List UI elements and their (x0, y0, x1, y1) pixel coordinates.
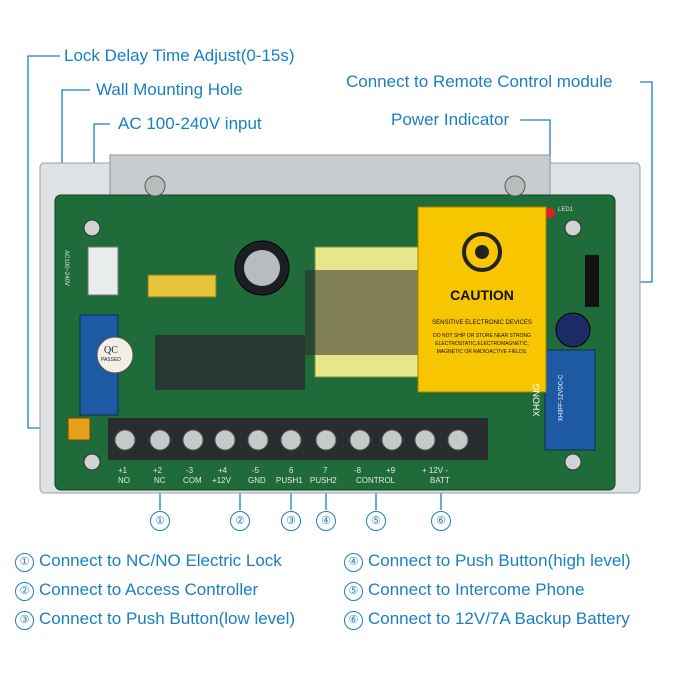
terminal-group-number: ⑥ (431, 511, 451, 531)
mounting-hole (83, 453, 101, 471)
capacitor (555, 312, 591, 348)
legend-item: ③ Connect to Push Button(low level) (15, 609, 295, 630)
mounting-hole (564, 453, 582, 471)
terminal-num: +2 (153, 466, 163, 475)
legend-text: Connect to 12V/7A Backup Battery (368, 609, 630, 628)
terminal-num: 6 (289, 466, 294, 475)
legend-text: Connect to Intercome Phone (368, 580, 585, 599)
terminal-name: PUSH2 (310, 476, 337, 485)
legend-number: ⑤ (344, 582, 363, 601)
callout-lock-delay: Lock Delay Time Adjust(0-15s) (64, 46, 295, 65)
terminal-group-number: ④ (316, 511, 336, 531)
terminal-group-number: ② (230, 511, 250, 531)
terminal-num: -8 (354, 466, 362, 475)
caution-label (417, 206, 547, 393)
terminal-group-number: ① (150, 511, 170, 531)
power-led (545, 208, 555, 218)
batt-polarity-label: + 12V - (422, 466, 449, 475)
legend-number: ③ (15, 611, 34, 630)
relay (544, 349, 596, 451)
mounting-hole (83, 219, 101, 237)
relay-model: XH3FF-12VDC-C (558, 374, 565, 422)
callout-wall-mounting-hole: Wall Mounting Hole (96, 80, 243, 99)
legend-text: Connect to NC/NO Electric Lock (39, 551, 282, 570)
led-label: LED1 (558, 207, 574, 213)
legend-number: ① (15, 553, 34, 572)
mounting-hole (564, 219, 582, 237)
terminal-name: GND (248, 476, 266, 485)
terminal-screws (114, 429, 469, 451)
legend-text: Connect to Access Controller (39, 580, 259, 599)
bracket-screw (504, 175, 526, 197)
terminal-num: +1 (118, 466, 128, 475)
terminal-group-number: ③ (281, 511, 301, 531)
legend-text: Connect to Push Button(low level) (39, 609, 296, 628)
legend-item: ② Connect to Access Controller (15, 580, 258, 601)
callout-remote-control: Connect to Remote Control module (346, 72, 613, 91)
control-label: CONTROL (356, 476, 396, 485)
terminal-num: +4 (218, 466, 228, 475)
caution-line: MAGNETIC OR RADIOACTIVE FIELDS. (436, 349, 528, 355)
ac-input-label: AC100~240V (62, 250, 69, 286)
callout-power-indicator: Power Indicator (391, 110, 510, 129)
ac-input-connector (87, 246, 119, 296)
caution-line: SENSITIVE ELECTRONIC DEVICES (432, 320, 532, 326)
terminal-name: COM (183, 476, 202, 485)
terminal-num: -5 (252, 466, 260, 475)
terminal-group-number: ⑤ (366, 511, 386, 531)
terminal-name: NO (118, 476, 130, 485)
legend-text: Connect to Push Button(high level) (368, 551, 631, 570)
legend-item: ⑥ Connect to 12V/7A Backup Battery (344, 609, 630, 630)
terminal-name: +12V (212, 476, 231, 485)
legend-item: ① Connect to NC/NO Electric Lock (15, 551, 282, 572)
terminal-num: +9 (386, 466, 396, 475)
remote-control-connector (585, 255, 599, 307)
lock-delay-potentiometer (67, 417, 91, 441)
terminal-name: NC (154, 476, 166, 485)
caution-title: CAUTION (450, 287, 514, 303)
passed-text: PASSED (101, 357, 121, 363)
legend-item: ④ Connect to Push Button(high level) (344, 551, 631, 572)
legend-number: ② (15, 582, 34, 601)
bracket-screw (144, 175, 166, 197)
terminal-name: PUSH1 (276, 476, 303, 485)
legend-number: ④ (344, 553, 363, 572)
relay-brand: XHONG (531, 383, 542, 417)
terminal-num: 7 (323, 466, 328, 475)
caution-line: DO NOT SHIP OR STORE NEAR STRONG (433, 333, 531, 339)
legend-number: ⑥ (344, 611, 363, 630)
callout-ac-input: AC 100-240V input (118, 114, 262, 133)
x-capacitor (147, 274, 217, 298)
qc-text: QC (104, 345, 118, 356)
qc-sticker (96, 336, 134, 374)
caution-line: ELECTROSTATIC,ELECTROMAGNETIC, (435, 341, 529, 347)
terminal-num: -3 (186, 466, 194, 475)
legend-item: ⑤ Connect to Intercome Phone (344, 580, 584, 601)
heatsink (155, 335, 305, 390)
batt-label: BATT (430, 476, 450, 485)
